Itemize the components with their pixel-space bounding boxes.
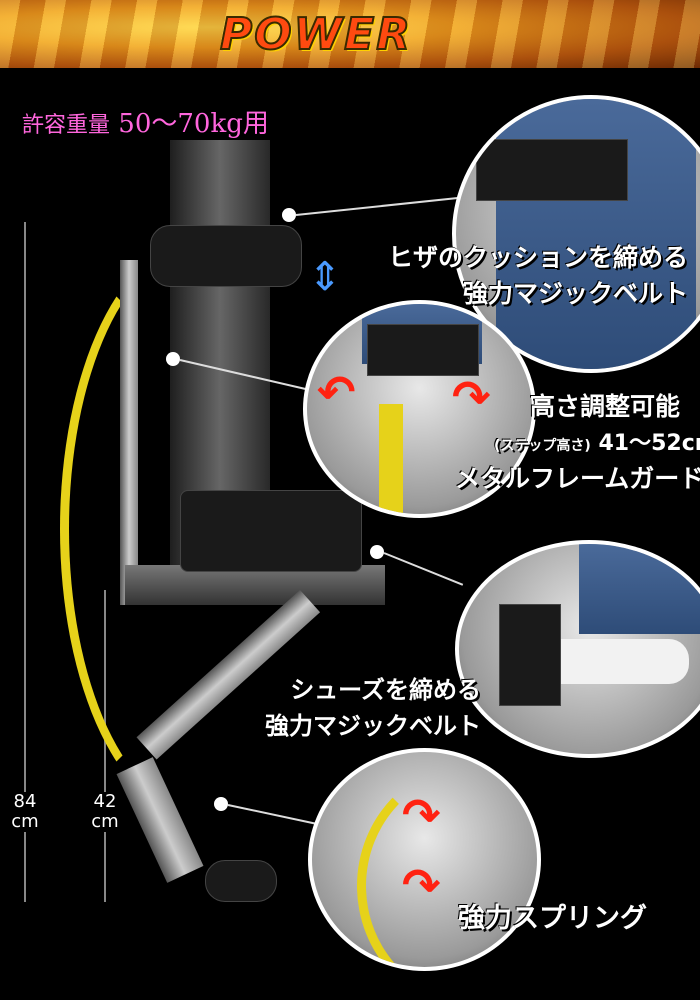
pointer-dot — [214, 797, 228, 811]
knee-belt-line1: ヒザのクッションを締める — [388, 243, 689, 272]
rubber-foot — [205, 860, 277, 902]
shoe-velcro — [499, 604, 561, 706]
frame-line1: 高さ調整可能 — [530, 392, 681, 421]
frame-line3: メタルフレームガード — [455, 464, 700, 493]
red-arrow-icon: ↷ — [452, 370, 491, 424]
velcro-belt — [476, 139, 628, 201]
weight-value: 50〜70kg用 — [118, 109, 269, 139]
weight-label: 許容重量 — [22, 113, 111, 138]
total-height-value: 84 — [13, 791, 37, 812]
knee-belt-detail — [452, 95, 700, 373]
step-height-value: 42 — [93, 791, 117, 812]
knee-pad — [367, 324, 479, 376]
pointer-dot — [282, 208, 296, 222]
shoe-belt-detail — [455, 540, 700, 758]
total-height-label: 84 cm — [10, 792, 40, 832]
pointer-line — [383, 552, 464, 586]
jeans — [579, 544, 700, 634]
spring-detail — [379, 404, 403, 514]
step-height-label: 42 cm — [88, 792, 122, 832]
adjust-arrow-icon: ⇕ — [308, 254, 342, 300]
spring-label: 強力スプリング — [458, 902, 647, 936]
step-height-unit: cm — [91, 811, 119, 832]
pointer-dot — [370, 545, 384, 559]
yellow-spring — [60, 240, 338, 818]
total-height-arrow — [24, 222, 26, 902]
knee-cushion — [150, 225, 302, 287]
frame-guard-label: メタルフレームガード — [455, 464, 700, 494]
metal-frame — [120, 260, 138, 605]
shoe-belt-line1: シューズを締める — [290, 676, 481, 704]
red-arrow-icon: ↷ — [402, 858, 441, 912]
power-logo: POWER — [219, 9, 413, 61]
red-arrow-icon: ↷ — [402, 788, 441, 842]
shoe-strap — [180, 490, 362, 572]
step-height-arrow — [104, 590, 106, 902]
spring-closeup — [357, 762, 537, 967]
pointer-line — [295, 196, 461, 216]
pointer-line — [227, 804, 317, 825]
total-height-unit: cm — [11, 811, 39, 832]
fire-banner — [0, 0, 700, 68]
weight-capacity: 許容重量 50〜70kg用 — [22, 108, 269, 142]
knee-belt-line2: 強力マジックベルト — [463, 279, 689, 308]
frame-label: 高さ調整可能 — [530, 392, 680, 422]
spring-line1: 強力スプリング — [458, 903, 647, 934]
step-label: (ステップ高さ) — [494, 438, 591, 454]
step-value: 41〜52cm — [598, 431, 700, 456]
shoe-belt-label: シューズを締める 強力マジックベルト — [265, 672, 481, 744]
pointer-dot — [166, 352, 180, 366]
knee-belt-label: ヒザのクッションを締める 強力マジックベルト — [388, 240, 688, 312]
frame-detail: ↶ ↷ — [303, 300, 536, 518]
red-arrow-icon: ↶ — [317, 365, 356, 419]
spring-detail-circle: ↷ ↷ — [308, 748, 541, 971]
shoe-belt-line2: 強力マジックベルト — [265, 712, 481, 740]
step-height-callout: (ステップ高さ) 41〜52cm — [494, 430, 700, 460]
